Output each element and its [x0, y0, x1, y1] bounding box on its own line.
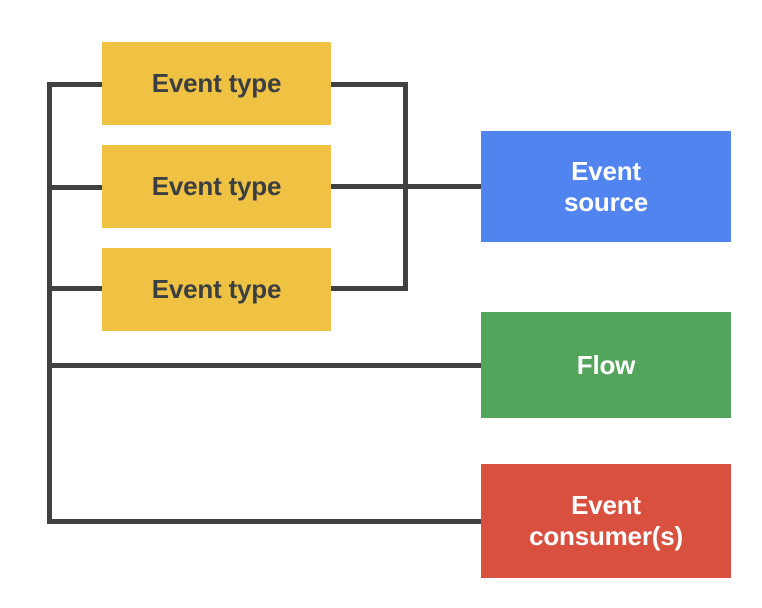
node-event-source[interactable]: Event source — [481, 131, 731, 242]
node-event-source-label: Event source — [563, 155, 649, 217]
node-flow-label: Flow — [576, 349, 636, 380]
node-event-type-2-label: Event type — [151, 171, 282, 202]
node-event-consumer[interactable]: Event consumer(s) — [481, 464, 731, 578]
node-event-type-1-label: Event type — [151, 68, 282, 99]
node-event-type-1[interactable]: Event type — [102, 42, 331, 125]
node-event-type-3[interactable]: Event type — [102, 248, 331, 331]
node-event-type-3-label: Event type — [151, 274, 282, 305]
node-flow[interactable]: Flow — [481, 312, 731, 418]
node-event-consumer-label: Event consumer(s) — [529, 490, 683, 551]
node-event-type-2[interactable]: Event type — [102, 145, 331, 228]
